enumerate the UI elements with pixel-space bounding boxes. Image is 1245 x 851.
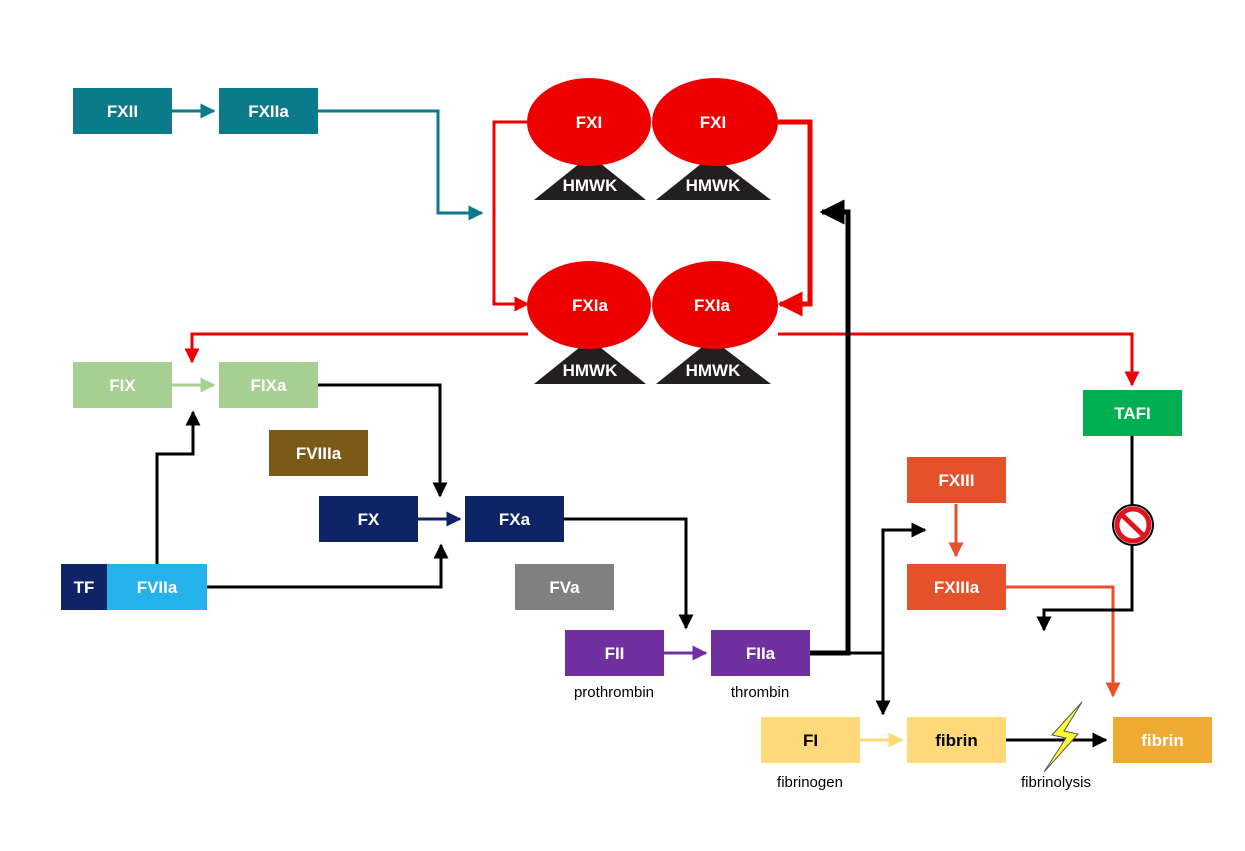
svg-text:FIX: FIX — [109, 376, 136, 395]
caption-fibrinolysis: fibrinolysis — [1021, 774, 1091, 791]
edge-fiia-fxi-feedback — [810, 199, 851, 656]
edge-fxa-fii — [564, 517, 694, 630]
node-fxiiia: FXIIIa — [907, 564, 1006, 610]
caption-thrombin: thrombin — [731, 684, 789, 701]
hmwk-label-3: HMWK — [563, 361, 618, 380]
node-fix: FIX — [73, 362, 172, 408]
node-fiia: FIIa — [711, 630, 810, 676]
node-fxa: FXa — [465, 496, 564, 542]
node-fxiii: FXIII — [907, 457, 1006, 503]
captions: prothrombin thrombin fibrinogen fibrinol… — [574, 684, 1091, 791]
svg-text:FI: FI — [803, 731, 818, 750]
svg-text:FXIIIa: FXIIIa — [934, 578, 980, 597]
no-entry-icon — [1112, 504, 1154, 546]
hmwk-wedge-2 — [656, 155, 771, 200]
edge-fxiia-fxi — [318, 109, 484, 221]
fxi-label-2: FXI — [700, 113, 726, 132]
edge-fxiiia-fibrin — [1006, 585, 1121, 698]
svg-text:TAFI: TAFI — [1114, 404, 1151, 423]
caption-fibrinogen: fibrinogen — [777, 774, 843, 791]
svg-text:FVIIa: FVIIa — [137, 578, 178, 597]
edge-fviia-fx — [207, 543, 449, 589]
node-fii: FII — [565, 630, 664, 676]
hmwk-wedge-1 — [534, 155, 646, 200]
svg-text:FXa: FXa — [499, 510, 531, 529]
svg-text:FIXa: FIXa — [251, 376, 287, 395]
node-fi: FI — [761, 717, 860, 763]
svg-text:FVIIIa: FVIIIa — [296, 444, 342, 463]
svg-text:FXII: FXII — [107, 102, 138, 121]
fxi-ellipse-2 — [652, 78, 778, 166]
fxia-label-2: FXIa — [694, 296, 730, 315]
node-tf: TF — [61, 564, 107, 610]
fxi-complex: FXI FXI HMWK HMWK — [527, 78, 778, 200]
hmwk-label-4: HMWK — [686, 361, 741, 380]
svg-text:FX: FX — [358, 510, 380, 529]
node-fibrin: fibrin — [907, 717, 1006, 763]
svg-text:fibrin: fibrin — [1141, 731, 1184, 750]
svg-text:FXIII: FXIII — [939, 471, 975, 490]
svg-text:fibrin: fibrin — [935, 731, 978, 750]
node-fva: FVa — [515, 564, 614, 610]
hmwk-label-1: HMWK — [563, 176, 618, 195]
node-fxiia: FXIIa — [219, 88, 318, 134]
node-fx: FX — [319, 496, 418, 542]
svg-text:FXIIa: FXIIa — [248, 102, 289, 121]
fxi-ellipse-1 — [527, 78, 651, 166]
lightning-icon — [1043, 701, 1083, 773]
svg-text:TF: TF — [74, 578, 95, 597]
edge-fxia-tafi — [778, 332, 1140, 387]
svg-text:FII: FII — [605, 644, 625, 663]
fxia-label-1: FXIa — [572, 296, 608, 315]
edge-fviia-fix — [155, 410, 201, 564]
edges — [155, 103, 1140, 748]
node-fxii: FXII — [73, 88, 172, 134]
svg-text:FIIa: FIIa — [746, 644, 776, 663]
edge-fxi-fxia-right — [777, 119, 813, 317]
node-tafi: TAFI — [1083, 390, 1182, 436]
hmwk-label-2: HMWK — [686, 176, 741, 195]
caption-prothrombin: prothrombin — [574, 684, 654, 701]
edge-fiia-fxiii — [848, 522, 927, 655]
svg-text:FVa: FVa — [549, 578, 580, 597]
edge-fixa-fx — [318, 383, 448, 498]
hmwk-wedge-3 — [534, 339, 646, 384]
fxia-ellipse-1 — [527, 261, 651, 349]
node-fviia: FVIIa — [107, 564, 207, 610]
factor-boxes: FXII FXIIa FIX FIXa FVIIIa FX FXa TF — [61, 88, 1212, 763]
node-fibrin-crosslinked: fibrin — [1113, 717, 1212, 763]
fxi-label-1: FXI — [576, 113, 602, 132]
node-fviiia: FVIIIa — [269, 430, 368, 476]
node-fixa: FIXa — [219, 362, 318, 408]
hmwk-wedge-4 — [656, 339, 771, 384]
fxia-ellipse-2 — [652, 261, 778, 349]
edge-fxi-fxia-left — [492, 120, 530, 312]
edge-fxia-fix — [184, 332, 528, 364]
fxia-complex: FXIa FXIa HMWK HMWK — [527, 261, 778, 384]
